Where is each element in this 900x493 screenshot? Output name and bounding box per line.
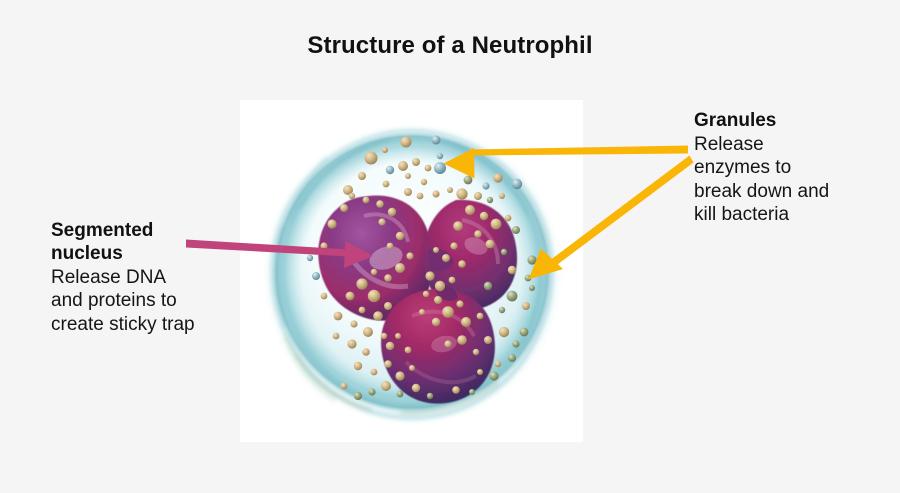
cell-image-panel: [240, 100, 583, 442]
callout-granules-body: Release enzymes to break down and kill b…: [694, 133, 830, 226]
callout-nucleus-heading: Segmented nucleus: [51, 220, 154, 264]
callout-segmented-nucleus: Segmented nucleus Release DNA and protei…: [51, 220, 241, 336]
page-title: Structure of a Neutrophil: [307, 32, 593, 59]
callout-granules-heading: Granules: [694, 110, 777, 131]
neutrophil-illustration: [240, 100, 583, 442]
callout-granules: Granules Release enzymes to break down a…: [694, 110, 894, 226]
callout-nucleus-body: Release DNA and proteins to create stick…: [51, 266, 195, 335]
granules: [306, 135, 537, 400]
